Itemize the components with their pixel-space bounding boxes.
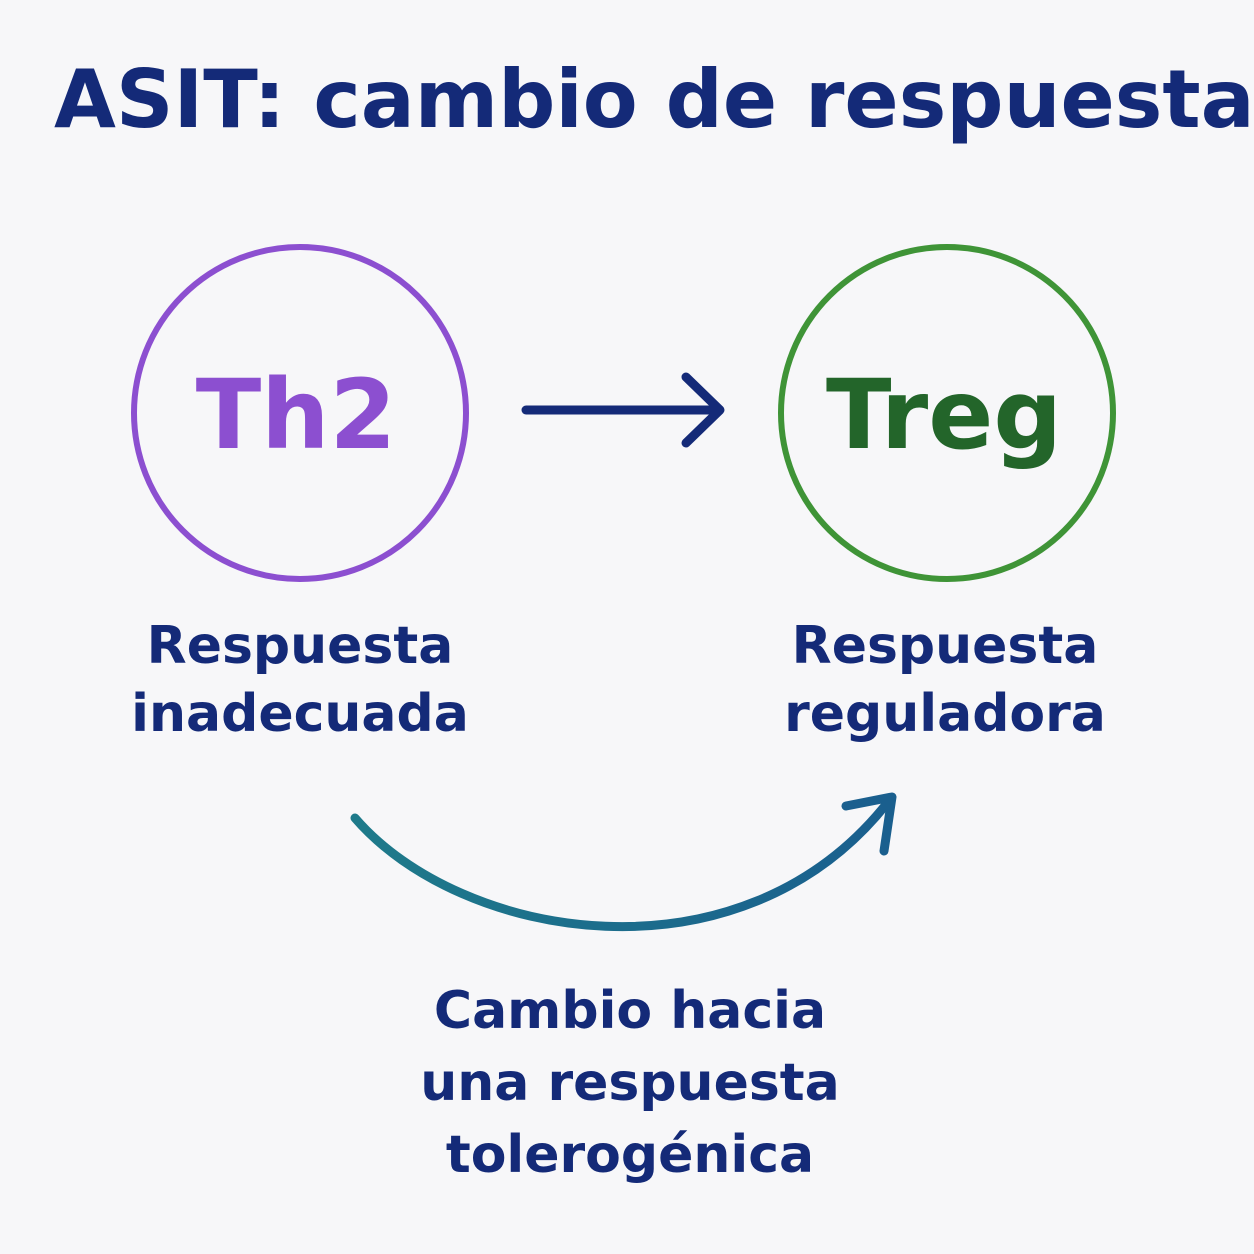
- treg-circle: [778, 244, 1116, 582]
- treg-caption: Respuesta reguladora: [745, 612, 1145, 748]
- shift-caption-line3: tolerogénica: [445, 1125, 815, 1185]
- th2-circle: [131, 244, 469, 582]
- treg-caption-line2: reguladora: [784, 684, 1106, 744]
- th2-caption-line2: inadecuada: [131, 684, 469, 744]
- th2-label: Th2: [196, 359, 397, 471]
- shift-caption: Cambio hacia una respuesta tolerogénica: [380, 975, 880, 1191]
- th2-caption: Respuesta inadecuada: [100, 612, 500, 748]
- diagram-title: ASIT: cambio de respuesta: [54, 53, 1254, 146]
- shift-caption-line2: una respuesta: [420, 1053, 840, 1113]
- straight-arrow-icon: [521, 372, 725, 448]
- shift-caption-line1: Cambio hacia: [433, 981, 827, 1041]
- treg-caption-line1: Respuesta: [791, 616, 1099, 676]
- curved-arrow-icon: [350, 792, 897, 932]
- treg-label: Treg: [826, 359, 1062, 471]
- th2-caption-line1: Respuesta: [146, 616, 454, 676]
